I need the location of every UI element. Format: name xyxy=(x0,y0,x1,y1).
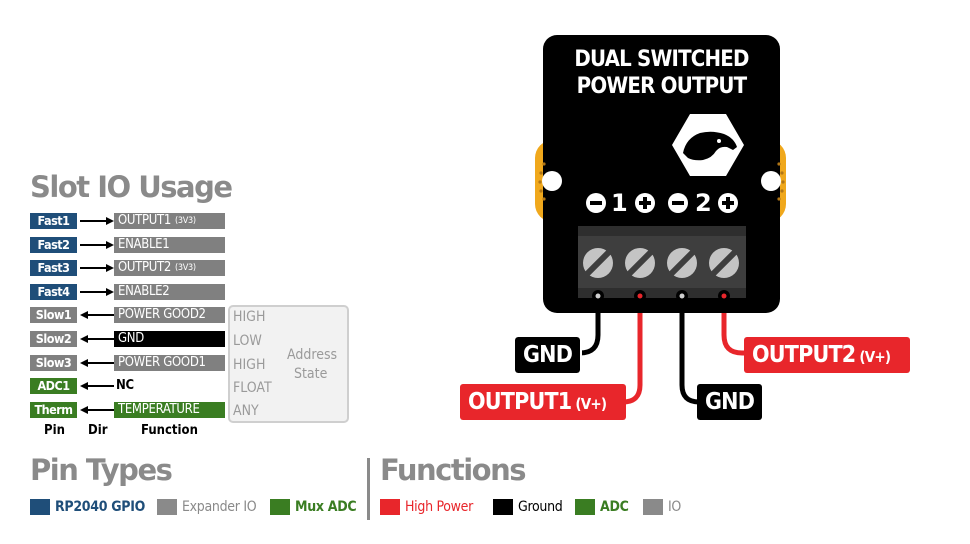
function-column-caption: Function xyxy=(141,423,198,438)
legend-label-expander: Expander IO xyxy=(182,499,257,515)
functions-heading: Functions xyxy=(380,453,526,487)
function-label: OUTPUT2 xyxy=(118,260,172,275)
legend-label-ground: Ground xyxy=(518,499,563,515)
address-state: LOW xyxy=(233,333,262,349)
mount-hole-left-center xyxy=(542,171,562,191)
arrow-right-icon xyxy=(80,241,114,249)
pin-column-caption: Pin xyxy=(44,423,65,438)
legend-divider xyxy=(367,458,370,520)
address-state-label: Address xyxy=(287,347,338,363)
arrow-left-icon xyxy=(80,382,114,390)
legend-label-adc: ADC xyxy=(600,499,629,515)
legend-label-mux-adc: Mux ADC xyxy=(295,499,357,515)
slot-io-heading: Slot IO Usage xyxy=(30,170,233,204)
legend-swatch-rp2040 xyxy=(30,499,50,515)
pin-types-heading: Pin Types xyxy=(30,453,173,487)
function-note: (3V3) xyxy=(175,216,196,226)
arrow-right-icon xyxy=(80,288,114,296)
board-title: DUAL SWITCHED POWER OUTPUT xyxy=(543,46,780,100)
legend-label-rp2040: RP2040 GPIO xyxy=(55,499,146,515)
arrow-left-icon xyxy=(80,406,114,414)
function-output2: OUTPUT2(3V3) xyxy=(114,260,225,276)
arrow-left-icon xyxy=(80,335,114,343)
function-power-good2: POWER GOOD2 xyxy=(114,307,225,323)
output2-label-suffix: (V+) xyxy=(859,348,891,366)
pin-fast3: Fast3 xyxy=(30,260,77,276)
address-state: HIGH xyxy=(233,357,266,373)
address-state: ANY xyxy=(233,403,259,419)
legend-swatch-expander xyxy=(157,499,177,515)
bear-head-icon xyxy=(672,114,744,176)
legend-swatch-high-power xyxy=(380,499,400,515)
output1-label-suffix: (V+) xyxy=(575,395,607,413)
address-state: HIGH xyxy=(233,309,266,325)
channel-2-label: 2 xyxy=(695,189,712,217)
function-output1: OUTPUT1(3V3) xyxy=(114,213,225,229)
pin-slow1: Slow1 xyxy=(30,307,77,323)
function-label: ENABLE2 xyxy=(118,284,170,299)
board-title-line2: POWER OUTPUT xyxy=(576,74,747,99)
pin-fast2: Fast2 xyxy=(30,237,77,253)
output1-label: OUTPUT1(V+) xyxy=(460,384,626,420)
function-label: TEMPERATURE xyxy=(118,402,200,417)
pin-fast4: Fast4 xyxy=(30,284,77,300)
pin-therm: Therm xyxy=(30,402,77,418)
pin-adc1: ADC1 xyxy=(30,378,77,394)
address-state: FLOAT xyxy=(233,380,272,396)
output2-label-text: OUTPUT2 xyxy=(752,342,856,368)
pin-slow2: Slow2 xyxy=(30,331,77,347)
function-label: NC xyxy=(116,378,134,393)
function-gnd: GND xyxy=(114,331,225,347)
address-state-box xyxy=(228,305,349,423)
channel-1-label: 1 xyxy=(611,189,628,217)
gnd1-wire xyxy=(560,296,601,356)
arrow-left-icon xyxy=(80,359,114,367)
board-title-line1: DUAL SWITCHED xyxy=(574,47,749,72)
arrow-right-icon xyxy=(80,217,114,225)
gnd1-label-text: GND xyxy=(523,342,573,368)
terminal-screws xyxy=(583,248,739,278)
channel-2-markings xyxy=(668,193,738,213)
function-nc: NC xyxy=(114,378,134,394)
output2-label: OUTPUT2(V+) xyxy=(744,337,910,373)
function-label: POWER GOOD2 xyxy=(118,307,206,322)
function-enable1: ENABLE1 xyxy=(114,237,225,253)
function-power-good1: POWER GOOD1 xyxy=(114,355,225,371)
pin-slow3: Slow3 xyxy=(30,355,77,371)
gnd1-label: GND xyxy=(512,335,583,375)
mount-hole-right-center xyxy=(761,171,781,191)
function-note: (3V3) xyxy=(175,263,196,273)
function-temperature: TEMPERATURE xyxy=(114,402,225,418)
gnd2-label: GND xyxy=(697,384,763,420)
function-label: ENABLE1 xyxy=(118,237,170,252)
address-state-label: State xyxy=(294,366,328,382)
legend-label-high-power: High Power xyxy=(405,499,473,515)
output2-wire xyxy=(721,296,760,356)
legend-swatch-mux-adc xyxy=(270,499,290,515)
channel-1-markings xyxy=(586,193,655,213)
legend-swatch-io xyxy=(643,499,663,515)
function-label: GND xyxy=(118,331,144,346)
dir-column-caption: Dir xyxy=(88,423,108,438)
function-label: OUTPUT1 xyxy=(118,213,172,228)
pin-fast1: Fast1 xyxy=(30,213,77,229)
arrow-left-icon xyxy=(80,311,114,319)
legend-swatch-ground xyxy=(493,499,513,515)
gnd2-label-text: GND xyxy=(705,389,755,415)
function-enable2: ENABLE2 xyxy=(114,284,225,300)
legend-label-io: IO xyxy=(668,499,682,515)
output1-label-text: OUTPUT1 xyxy=(468,389,572,415)
function-label: POWER GOOD1 xyxy=(118,355,206,370)
arrow-right-icon xyxy=(80,264,114,272)
legend-swatch-adc xyxy=(575,499,595,515)
